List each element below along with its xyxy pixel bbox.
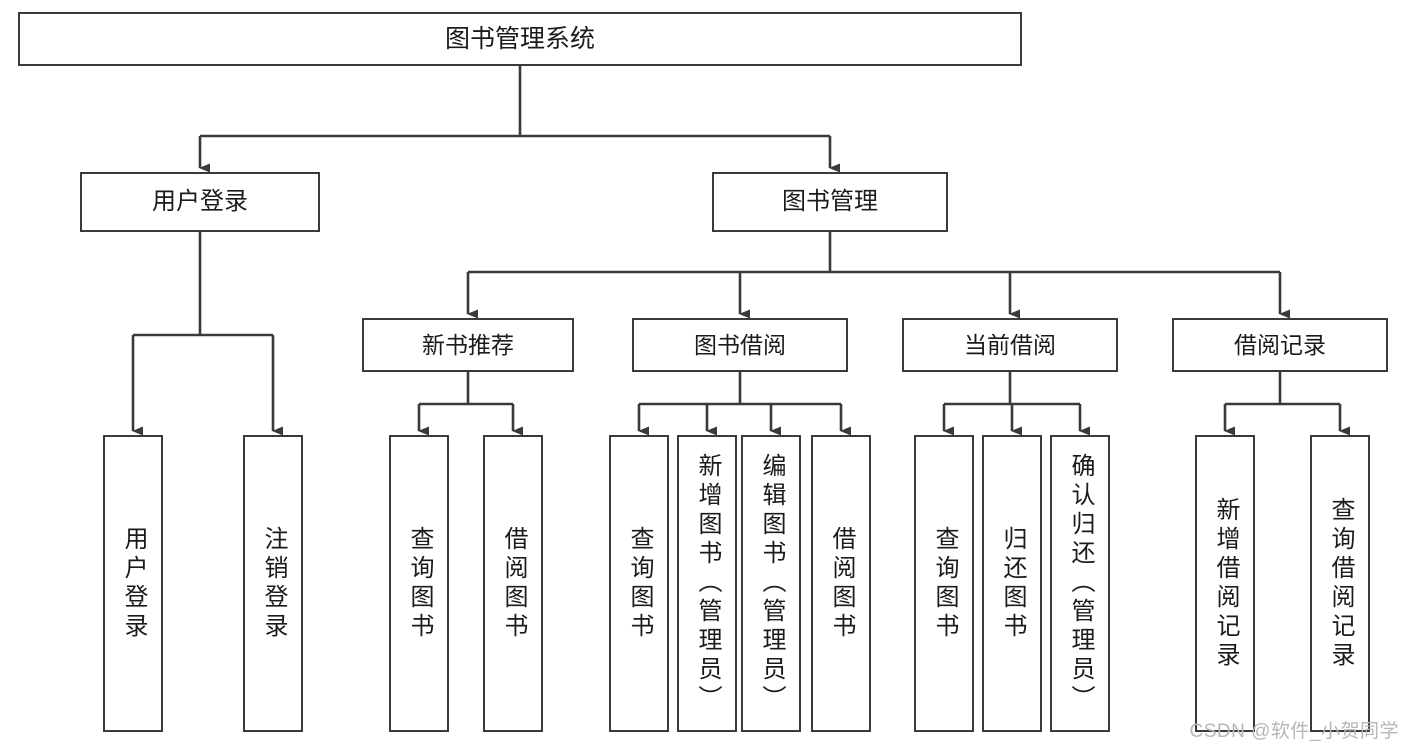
node-label: 查询图书 <box>931 525 958 642</box>
node-label: 图书管理系统 <box>444 24 595 53</box>
node-label: 查询图书 <box>406 525 433 642</box>
node-label: 新书推荐 <box>422 331 514 358</box>
leaf-recommend-query-book[interactable]: 查询图书 <box>389 435 449 732</box>
node-borrow-record[interactable]: 借阅记录 <box>1172 318 1388 372</box>
node-label: 查询借阅记录 <box>1327 496 1354 671</box>
node-new-book-recommend[interactable]: 新书推荐 <box>362 318 574 372</box>
leaf-user-login-logout[interactable]: 注销登录 <box>243 435 303 732</box>
leaf-current-return-book[interactable]: 归还图书 <box>982 435 1042 732</box>
node-label: 新增借阅记录 <box>1212 496 1239 671</box>
node-label: 当前借阅 <box>964 331 1056 358</box>
node-book-borrow[interactable]: 图书借阅 <box>632 318 848 372</box>
leaf-record-query-record[interactable]: 查询借阅记录 <box>1310 435 1370 732</box>
leaf-recommend-borrow-book[interactable]: 借阅图书 <box>483 435 543 732</box>
node-label: 借阅图书 <box>828 525 855 642</box>
leaf-borrow-edit-book-admin[interactable]: 编辑图书（管理员） <box>741 435 801 732</box>
node-current-borrow[interactable]: 当前借阅 <box>902 318 1118 372</box>
leaf-current-query-book[interactable]: 查询图书 <box>914 435 974 732</box>
node-label: 查询图书 <box>626 525 653 642</box>
leaf-current-confirm-return-admin[interactable]: 确认归还（管理员） <box>1050 435 1110 732</box>
node-label: 借阅记录 <box>1234 331 1326 358</box>
node-label: 新增图书（管理员） <box>694 453 721 714</box>
node-label: 编辑图书（管理员） <box>758 453 785 714</box>
node-label: 图书管理 <box>782 188 878 216</box>
node-label: 归还图书 <box>999 525 1026 642</box>
leaf-record-add-record[interactable]: 新增借阅记录 <box>1195 435 1255 732</box>
node-label: 确认归还（管理员） <box>1067 453 1094 714</box>
node-label: 用户登录 <box>152 188 248 216</box>
node-label: 借阅图书 <box>500 525 527 642</box>
node-label: 图书借阅 <box>694 331 786 358</box>
leaf-borrow-add-book-admin[interactable]: 新增图书（管理员） <box>677 435 737 732</box>
leaf-borrow-borrow-book[interactable]: 借阅图书 <box>811 435 871 732</box>
node-user-login[interactable]: 用户登录 <box>80 172 320 232</box>
node-book-management[interactable]: 图书管理 <box>712 172 948 232</box>
watermark-text: CSDN @软件_小贺同学 <box>1189 721 1399 742</box>
leaf-borrow-query-book[interactable]: 查询图书 <box>609 435 669 732</box>
leaf-user-login-login[interactable]: 用户登录 <box>103 435 163 732</box>
node-label: 注销登录 <box>260 525 287 642</box>
node-label: 用户登录 <box>120 525 147 642</box>
node-root-system[interactable]: 图书管理系统 <box>18 12 1022 66</box>
